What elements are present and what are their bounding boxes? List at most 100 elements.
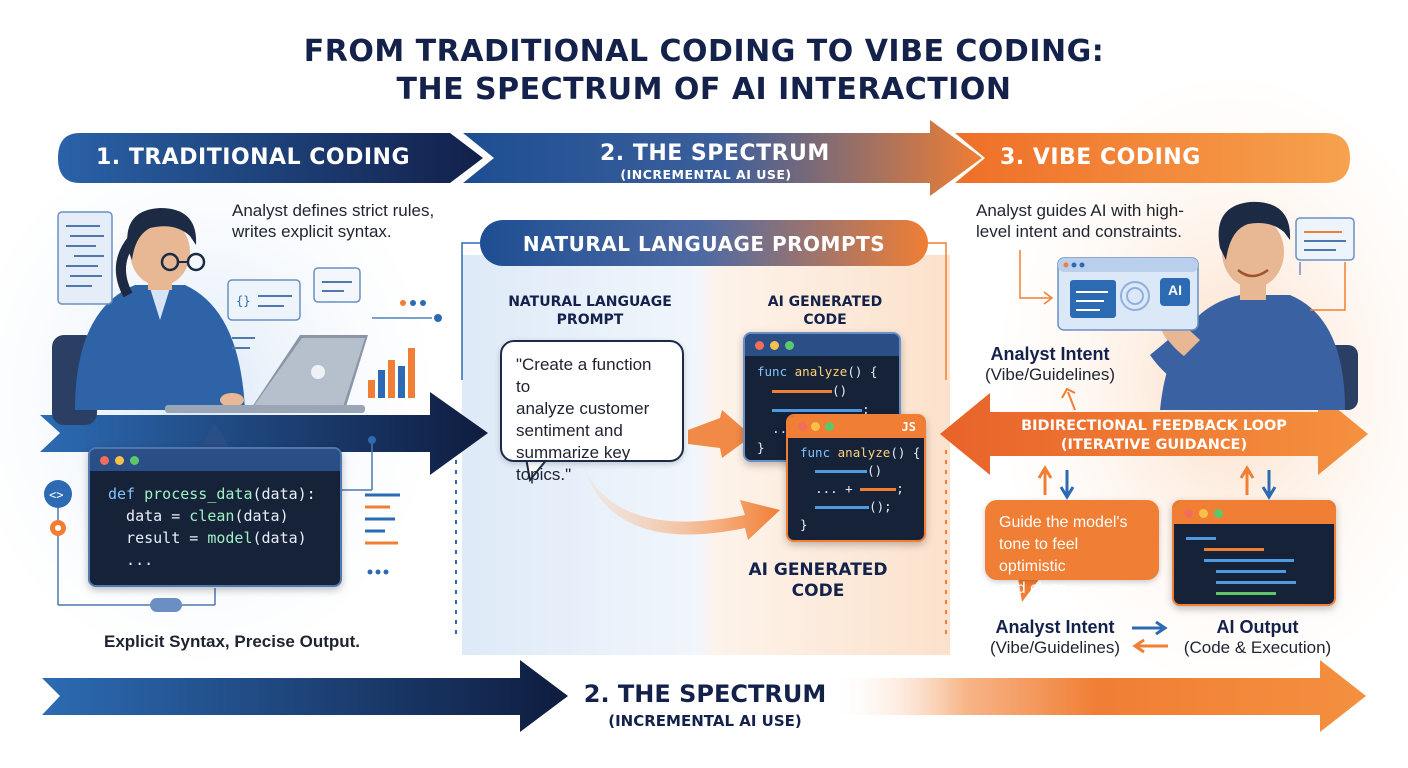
feedback-loop-line2: (ITERATIVE GUIDANCE) [1060,437,1248,453]
bottom-spectrum-sub: (INCREMENTAL AI USE) [608,712,802,730]
to-output-arrow [1132,620,1168,636]
code-function: process_data [144,485,253,503]
code-text: () [832,383,848,398]
traditional-code-window: def process_data(data): data = clean(dat… [88,447,342,587]
js-badge: JS [901,420,916,434]
code-text: } [757,440,765,455]
loop-small-arrows [1037,387,1277,500]
traditional-code: def process_data(data): data = clean(dat… [90,471,340,571]
analyst-man-illustration [1140,201,1358,410]
code-function: model [207,529,253,547]
guide-bubble-tail [1018,578,1040,602]
code-text: ; [896,481,904,496]
curved-arrow [585,470,780,540]
svg-text:<>: <> [49,488,63,502]
code-text: (data): [252,485,316,503]
bottom-arrow-blue [42,660,568,732]
vibe-intent: Analyst Intent (Vibe/Guidelines) [970,344,1130,385]
code-function: analyze [837,445,891,460]
traditional-big-arrow [40,392,488,475]
traditional-caption: Explicit Syntax, Precise Output. [104,632,361,651]
left-code-connectors: <> [44,423,400,612]
traditional-description-line2: writes explicit syntax. [232,222,392,241]
code-text: (data) [234,507,289,525]
prompt-to-code-arrow [688,410,752,458]
vibe-description: Analyst guides AI with high- level inten… [976,200,1184,242]
right-floating-windows [1019,217,1355,331]
banner-vibe-shape [955,133,1350,183]
code-text: () { [890,445,921,460]
code-text: result = [108,529,208,547]
code-function: analyze [794,364,848,379]
output-code-lines [1174,524,1334,604]
code-window-titlebar [90,449,340,471]
ai-code-label-top: AI GENERATED CODE [740,293,910,329]
nlp-header-shape [480,220,928,266]
ai-code-back: func analyze() { () ; ... } [745,356,899,457]
feedback-loop-arrow [940,393,1368,475]
code-text: (); [869,499,892,514]
ai-code-label-bottom-line2: CODE [791,581,845,601]
prompt-text-line2: analyze customer [516,399,650,418]
code-window-titlebar [1174,502,1334,524]
code-text: () [867,463,883,478]
ai-code-label-bottom-line1: AI GENERATED [748,560,888,580]
banner-traditional: 1. TRADITIONAL CODING [96,145,411,170]
prompt-text-line3: sentiment and [516,421,623,440]
prompt-label-line1: NATURAL LANGUAGE [508,294,672,310]
prompt-bubble: "Create a function to analyze customer s… [500,340,684,484]
prompt-label: NATURAL LANGUAGE PROMPT [490,293,690,329]
vibe-intent-sub: (Vibe/Guidelines) [984,365,1116,384]
left-floating-windows: {} [57,211,442,398]
prompt-text-line4: summarize key topics." [516,443,631,484]
vibe-intent-title: Analyst Intent [990,344,1110,364]
code-text: ; [862,402,870,417]
guide-text-line1: Guide the model's [999,514,1128,531]
code-text: data = [108,507,190,525]
prompt-label-line2: PROMPT [556,312,624,328]
analyst-woman-illustration [52,208,368,425]
svg-text:{}: {} [236,294,250,308]
ai-code-label-top-line1: AI GENERATED [767,294,883,310]
main-title-line1: FROM TRADITIONAL CODING TO VIBE CODING: [303,34,1105,69]
bottom-intent-title: Analyst Intent [995,617,1115,637]
bottom-analyst-intent: Analyst Intent (Vibe/Guidelines) [970,617,1140,658]
banner-traditional-shape [58,133,483,183]
traditional-description: Analyst defines strict rules, writes exp… [232,200,434,242]
banner-spectrum-sub: (INCREMENTAL AI USE) [620,167,792,182]
banner-spectrum-shape [463,120,982,196]
code-text: ... [108,551,154,569]
code-window-titlebar [745,334,899,356]
bottom-spectrum-title: 2. THE SPECTRUM [583,680,827,708]
code-keyword: func [800,445,831,460]
banner-vibe: 3. VIBE CODING [1000,145,1201,170]
ai-code-label-bottom: AI GENERATED CODE [730,560,906,602]
feedback-loop-line1: BIDIRECTIONAL FEEDBACK LOOP [1021,418,1287,434]
code-keyword: func [757,364,788,379]
code-text: () { [847,364,878,379]
code-text: (data) [252,529,307,547]
feedback-loop-label: BIDIRECTIONAL FEEDBACK LOOP (ITERATIVE G… [990,417,1318,455]
ai-output-title: AI Output [1216,617,1299,637]
banner-spectrum: 2. THE SPECTRUM [600,141,830,166]
code-function: clean [189,507,235,525]
code-window-titlebar: JS [788,416,924,438]
prompt-text-line1: "Create a function to [516,355,652,396]
ai-code-label-top-line2: CODE [803,312,847,328]
vibe-description-line2: level intent and constraints. [976,222,1183,241]
code-keyword: def [108,485,136,503]
code-text: } [800,517,808,532]
vibe-description-line1: Analyst guides AI with high- [976,201,1184,220]
to-intent-arrow [1132,638,1168,654]
code-text: ... + [815,481,853,496]
traditional-description-line1: Analyst defines strict rules, [232,201,435,220]
ai-output-window [1172,500,1336,606]
guide-bubble: Guide the model's tone to feel optimisti… [985,500,1159,597]
main-title-line2: THE SPECTRUM OF AI INTERACTION [396,72,1012,107]
bottom-arrow-orange [830,660,1366,732]
guide-text-line2: tone to feel optimistic [999,536,1079,575]
ai-badge: AI [1168,282,1182,298]
guide-text-line3: and clear. [999,580,1069,597]
ai-code-window-front: JS func analyze() { () ... + ; (); } [786,414,926,542]
